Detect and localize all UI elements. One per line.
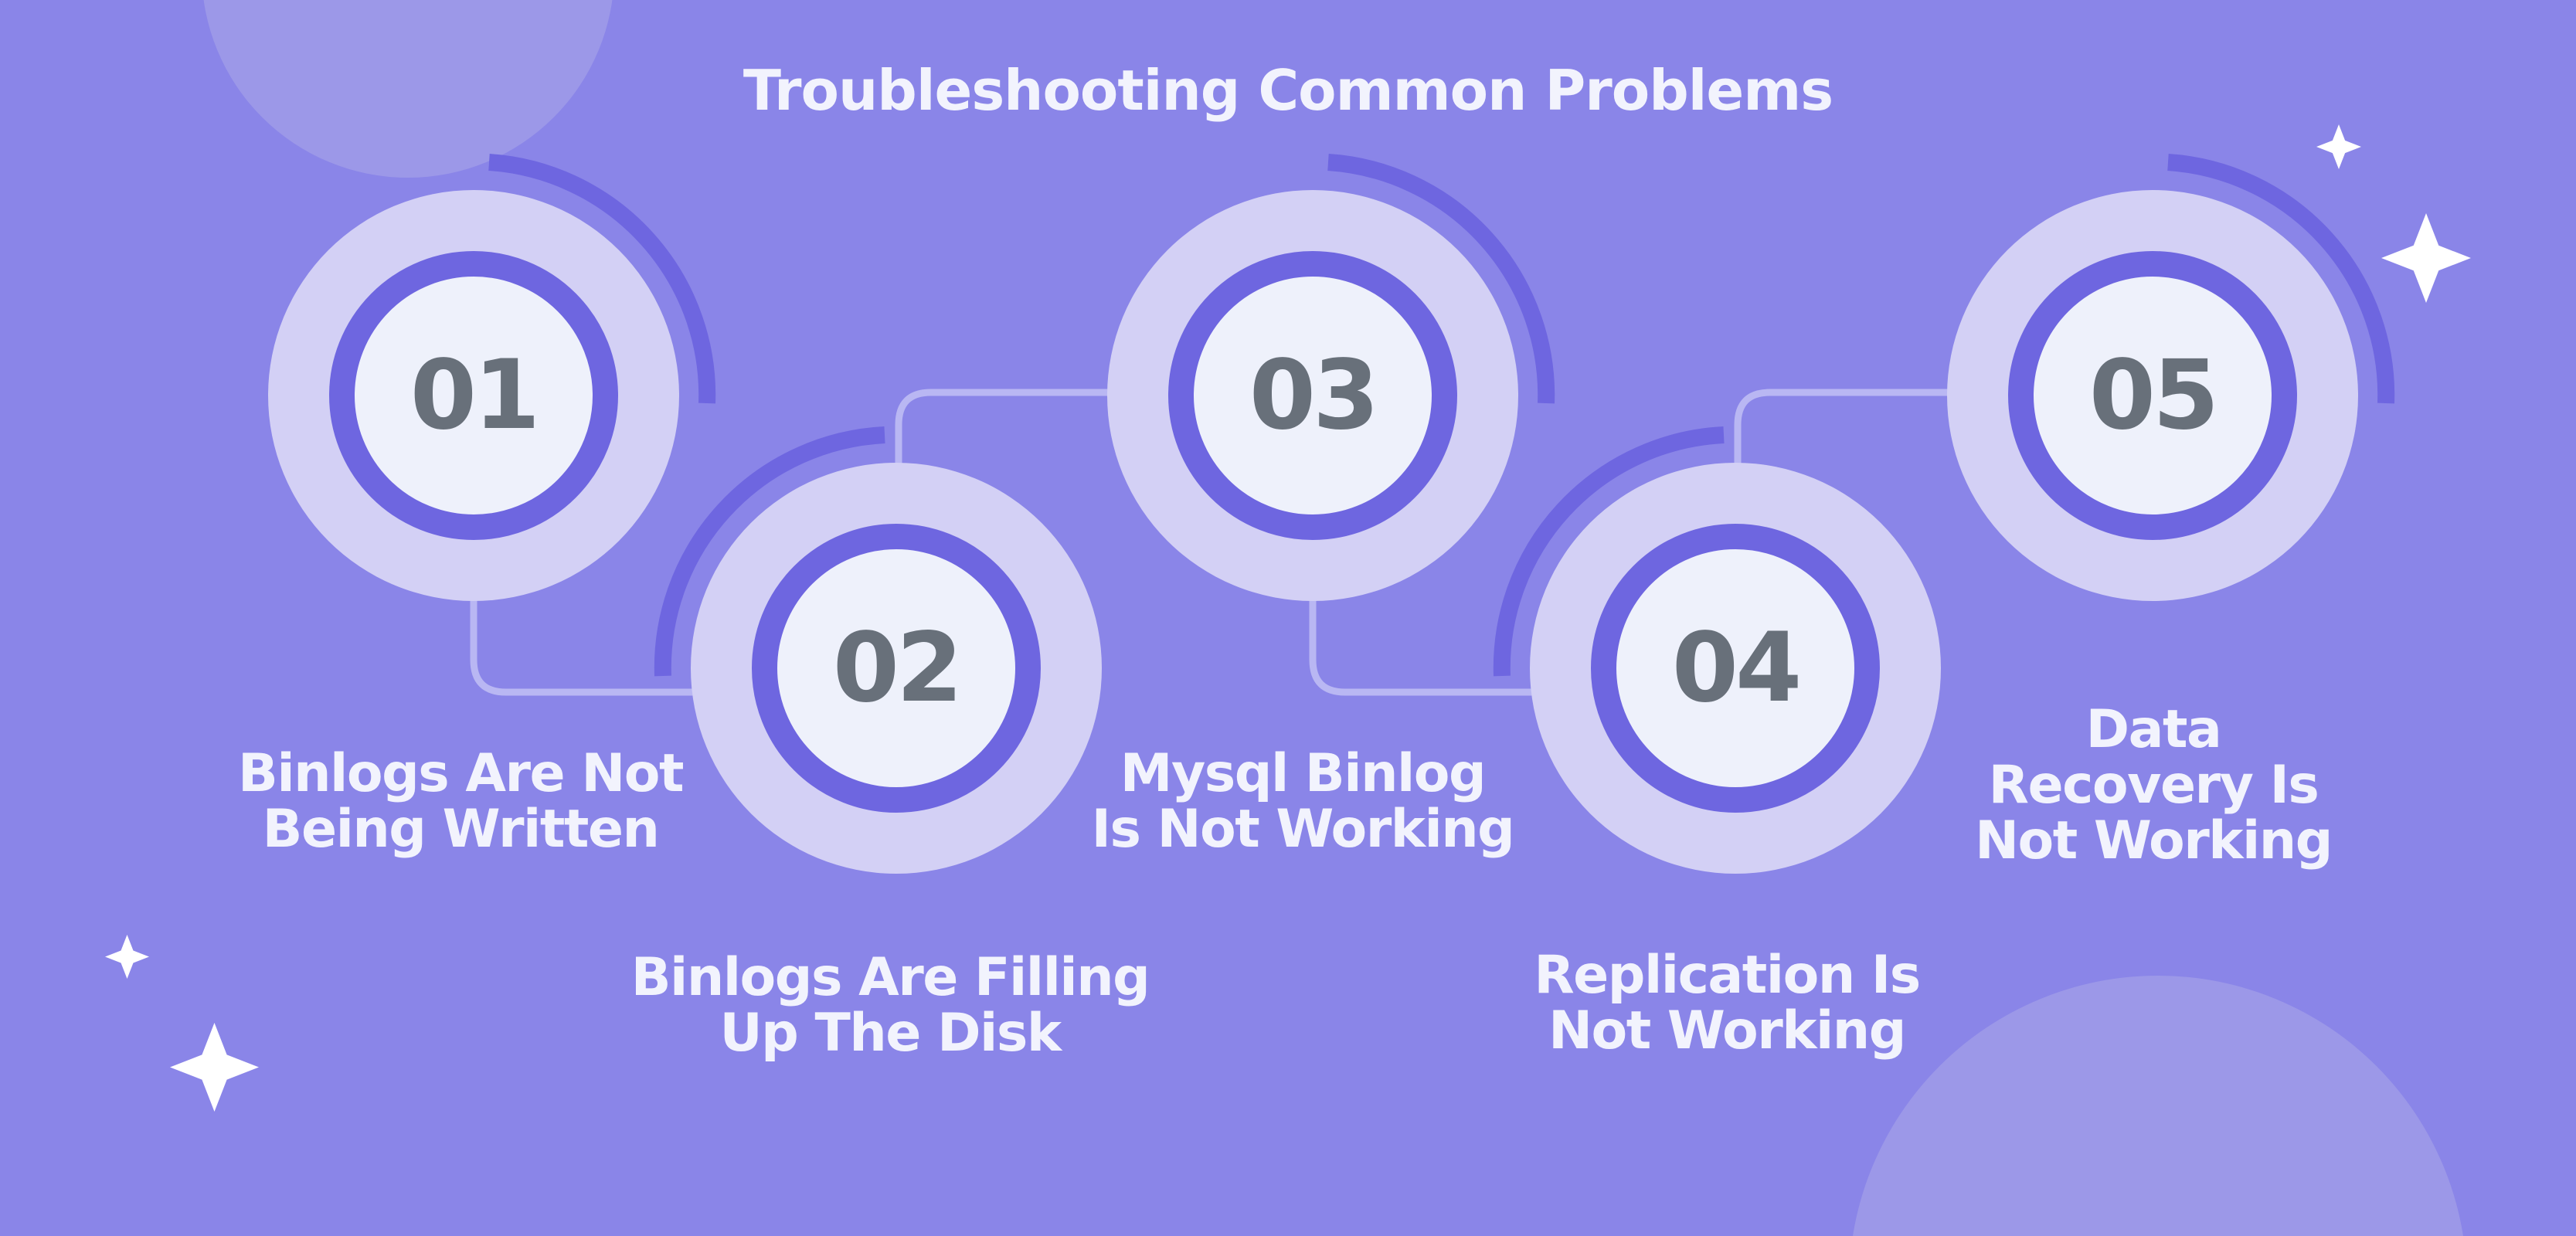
- progress-arc: [488, 154, 716, 404]
- step-label-line: Binlogs Are Not: [238, 743, 685, 804]
- progress-arc: [1327, 154, 1555, 404]
- progress-arc: [2167, 154, 2395, 404]
- step-label-line: Up The Disk: [719, 1003, 1062, 1064]
- step-number-04: 04: [1671, 613, 1803, 724]
- step-label-01: Binlogs Are Not Being Written: [190, 746, 731, 857]
- progress-arc: [654, 426, 885, 677]
- decor-circle: [203, 0, 613, 178]
- step-label-line: Being Written: [262, 799, 660, 860]
- step-label-02: Binlogs Are Filling Up The Disk: [620, 950, 1161, 1061]
- step-ring: [752, 524, 1041, 813]
- step-label-line: Recovery Is: [1988, 755, 2319, 816]
- step-number-05: 05: [2088, 340, 2220, 451]
- step-number-01: 01: [410, 340, 541, 451]
- step-number-03: 03: [1249, 340, 1380, 451]
- step-label-04: Replication Is Not Working: [1456, 948, 1997, 1059]
- step-ring: [329, 251, 618, 540]
- sparkle-star-icon: [169, 1022, 259, 1112]
- step-label-05: Data Recovery Is Not Working: [1883, 702, 2424, 869]
- progress-arc: [1493, 426, 1725, 677]
- sparkle-star-icon: [2316, 124, 2361, 169]
- decor-circle: [1853, 976, 2463, 1236]
- step-number-02: 02: [832, 613, 963, 724]
- step-ring: [1168, 251, 1457, 540]
- step-ring: [1591, 524, 1880, 813]
- step-label-line: Replication Is: [1534, 945, 1921, 1006]
- step-label-03: Mysql Binlog Is Not Working: [1032, 746, 1573, 857]
- sparkle-star-icon: [104, 934, 149, 979]
- step-label-line: Not Working: [1548, 1000, 1906, 1061]
- connector-line: [895, 389, 1313, 668]
- step-label-line: Mysql Binlog: [1120, 743, 1487, 804]
- connector-line: [470, 396, 896, 696]
- page-title: Troubleshooting Common Problems: [743, 58, 1833, 123]
- step-label-line: Not Working: [1975, 810, 2333, 871]
- step-ring: [2008, 251, 2297, 540]
- step-label-line: Data: [2085, 699, 2222, 760]
- step-label-line: Is Not Working: [1091, 799, 1515, 860]
- connector-line: [1309, 396, 1735, 696]
- step-label-line: Binlogs Are Filling: [630, 947, 1150, 1008]
- connector-line: [1734, 389, 2153, 668]
- sparkle-star-icon: [2381, 213, 2471, 303]
